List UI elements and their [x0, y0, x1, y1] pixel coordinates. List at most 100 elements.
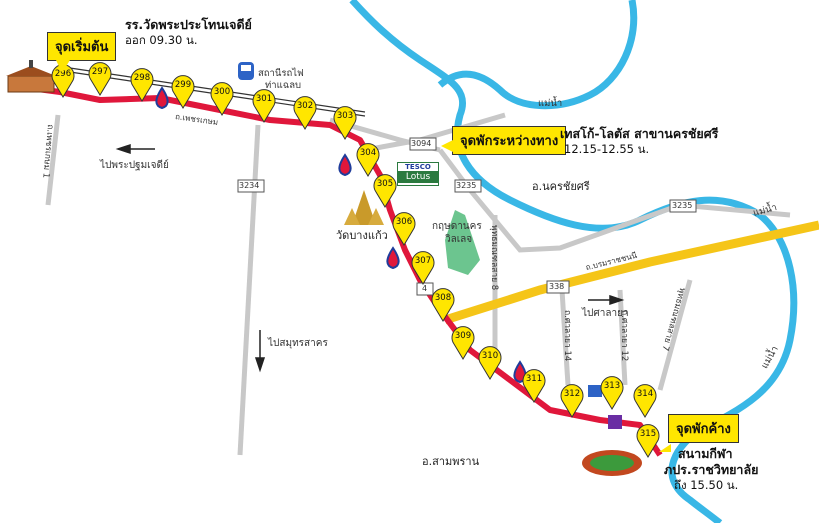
km-marker-label: 303 [336, 111, 354, 121]
km-marker-312: 312 [560, 384, 584, 418]
label-sam-phran: อ.สามพราน [422, 455, 480, 468]
label-to-phra-pathom: ไปพระปฐมเจดีย์ [100, 160, 169, 171]
start-info: รร.วัดพระประโทนเจดีย์ ออก 09.30 น. [125, 17, 252, 48]
km-marker-310: 310 [478, 346, 502, 380]
rest-time: 12.15-12.55 น. [564, 142, 650, 156]
train-icon [238, 62, 254, 80]
tesco-text: TESCO [405, 163, 431, 171]
fuel-station-icons [155, 86, 527, 384]
km-marker-label: 305 [376, 179, 394, 189]
end-time: ถึง 15.50 น. [674, 478, 739, 492]
km-marker-305: 305 [373, 174, 397, 208]
pin-icon [333, 106, 357, 140]
pin-icon [171, 75, 195, 109]
start-title: รร.วัดพระประโทนเจดีย์ [125, 17, 252, 32]
end-info: สนามกีฬา ภปร.ราชวิทยาลัย ถึง 15.50 น. [664, 446, 758, 493]
pin-icon [431, 288, 455, 322]
km-marker-300: 300 [210, 82, 234, 116]
km-marker-309: 309 [451, 326, 475, 360]
route-shields [237, 137, 697, 296]
km-marker-315: 315 [636, 424, 660, 458]
shield-3235-a: 3235 [456, 181, 477, 190]
pin-icon [522, 369, 546, 403]
badge-icon [588, 385, 602, 397]
road-petchkasem-1 [45, 114, 61, 206]
pin-icon [636, 424, 660, 458]
pin-icon [600, 376, 624, 410]
stadium-icon [582, 450, 642, 476]
pin-icon [633, 384, 657, 418]
end-title-2: ภปร.ราชวิทยาลัย [664, 462, 759, 477]
label-krisadanakorn: กฤษดานคร [432, 221, 482, 232]
km-marker-label: 304 [359, 148, 377, 158]
pin-icon [478, 346, 502, 380]
km-marker-label: 314 [636, 389, 654, 399]
km-marker-311: 311 [522, 369, 546, 403]
km-marker-306: 306 [392, 212, 416, 246]
label-nakhon-chai-si: อ.นครชัยศรี [532, 180, 590, 193]
road-3234 [237, 124, 261, 456]
rest-title: เทสโก้-โลตัส สาขานครชัยศรี [560, 126, 719, 141]
km-marker-label: 308 [434, 293, 452, 303]
shield-338: 338 [549, 282, 565, 291]
km-marker-297: 297 [88, 62, 112, 96]
river-upper [349, 0, 798, 523]
km-marker-308: 308 [431, 288, 455, 322]
km-marker-label: 315 [639, 429, 657, 439]
km-marker-307: 307 [411, 251, 435, 285]
km-marker-298: 298 [130, 68, 154, 102]
callout-rest: จุดพักระหว่างทาง [440, 126, 567, 155]
river-top [437, 0, 638, 110]
pin-icon [373, 174, 397, 208]
road-borommaratchachonnani [443, 220, 819, 325]
km-marker-label: 301 [255, 94, 273, 104]
pin-icon [252, 89, 276, 123]
shield-3094: 3094 [411, 139, 432, 148]
km-marker-label: 302 [296, 101, 314, 111]
shield-3235-b: 3235 [672, 201, 693, 210]
rest-info: เทสโก้-โลตัส สาขานครชัยศรี 12.15-12.55 น… [560, 126, 718, 157]
callout-end: จุดพักค้าง [659, 414, 739, 452]
km-marker-label: 299 [174, 80, 192, 90]
km-marker-label: 309 [454, 331, 472, 341]
km-marker-303: 303 [333, 106, 357, 140]
label-river-1: แม่น้ำ [538, 98, 563, 109]
pin-icon [293, 96, 317, 130]
label-train-station-2: ท่าแฉลบ [265, 80, 302, 91]
pin-icon [130, 68, 154, 102]
label-wat-bangkaeo: วัดบางแก้ว [336, 229, 388, 242]
label-train-station: สถานีรถไฟ [258, 68, 304, 79]
road-salaya-12 [617, 289, 628, 386]
km-marker-label: 311 [525, 374, 543, 384]
tesco-lotus-logo: TESCO Lotus [397, 162, 439, 186]
green-area-krisadanakorn [445, 210, 480, 275]
pin-icon [451, 326, 475, 360]
pin-icon [88, 62, 112, 96]
shield-4: 4 [422, 284, 428, 293]
callout-start: จุดเริ่มต้น [47, 32, 117, 73]
km-marker-label: 307 [414, 256, 432, 266]
label-road-right-1: ถ.ศาลายา 14 [562, 310, 572, 362]
km-marker-label: 296 [54, 69, 72, 79]
arrows [115, 143, 625, 373]
km-marker-314: 314 [633, 384, 657, 418]
km-marker-302: 302 [293, 96, 317, 130]
lotus-text: Lotus [398, 171, 438, 183]
km-marker-299: 299 [171, 75, 195, 109]
pin-icon [356, 143, 380, 177]
pin-icon [411, 251, 435, 285]
road-buddhamonthon-7 [657, 279, 693, 391]
seal-icon [608, 415, 622, 429]
km-marker-label: 313 [603, 381, 621, 391]
km-marker-label: 310 [481, 351, 499, 361]
label-to-salaya: ไปศาลายา [582, 308, 629, 319]
pin-icon [392, 212, 416, 246]
pin-icon [210, 82, 234, 116]
km-marker-label: 306 [395, 217, 413, 227]
end-title-1: สนามกีฬา [678, 446, 733, 461]
label-road-mid: พุทธมณฑลสาย 8 [489, 225, 499, 291]
km-marker-304: 304 [356, 143, 380, 177]
km-marker-label: 312 [563, 389, 581, 399]
km-marker-301: 301 [252, 89, 276, 123]
